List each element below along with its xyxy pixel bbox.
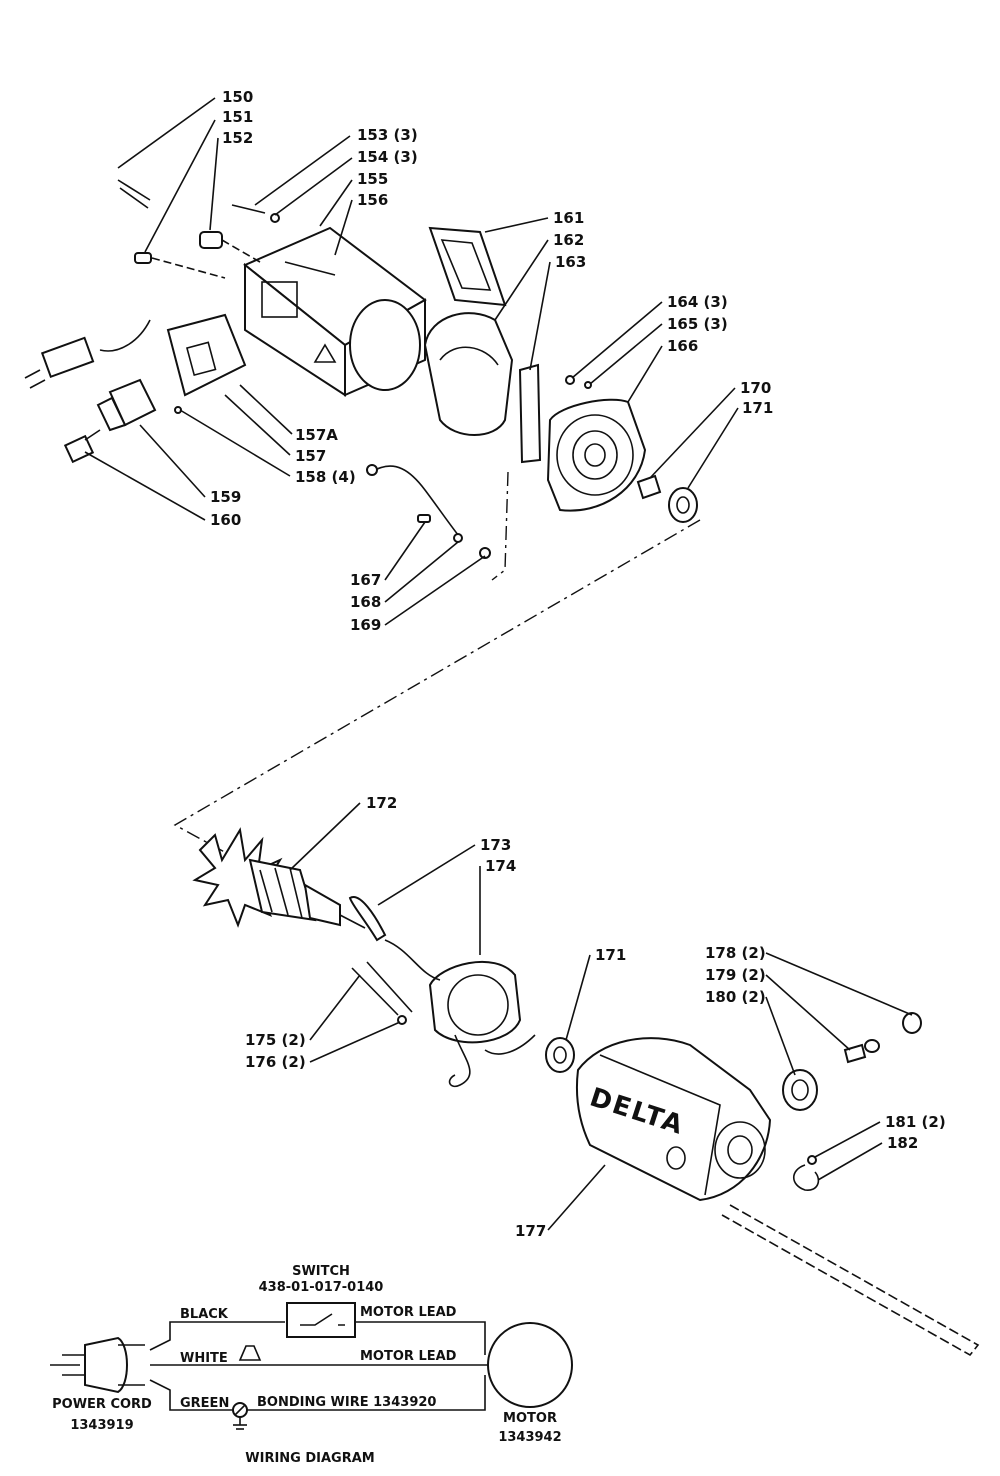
callout-175: 175 (2) — [245, 1031, 306, 1049]
callout-150: 150 — [222, 88, 253, 106]
ground-symbol-icon — [232, 1402, 248, 1430]
motor-lead-1-label: MOTOR LEAD — [360, 1305, 457, 1320]
stator-screws — [351, 961, 413, 1025]
callout-178: 178 (2) — [705, 944, 766, 962]
baffle — [423, 312, 514, 436]
brush-hose — [348, 896, 387, 942]
callout-164: 164 (3) — [667, 293, 728, 311]
motor-symbol — [487, 1322, 573, 1408]
callout-163: 163 — [555, 253, 586, 271]
callout-162: 162 — [553, 231, 584, 249]
upper-assembly — [22, 164, 701, 856]
power-cord-label: POWER CORD — [52, 1397, 152, 1412]
callout-161: 161 — [553, 209, 584, 227]
power-cord-part — [22, 164, 151, 389]
wiring-diagram: SWITCH 438-01-017-0140 BLACK WHITE GREEN… — [50, 1264, 573, 1466]
motor-housing: DELTA — [575, 1037, 772, 1202]
stator — [384, 939, 536, 1088]
callout-157a: 157A — [295, 426, 338, 444]
callout-168: 168 — [350, 593, 381, 611]
armature — [192, 827, 366, 929]
callout-167: 167 — [350, 571, 381, 589]
callout-173: 173 — [480, 836, 511, 854]
callout-leaders — [84, 97, 913, 1231]
callout-172: 172 — [366, 794, 397, 812]
ground-wire — [366, 464, 491, 559]
callout-176: 176 (2) — [245, 1053, 306, 1071]
wire-green-label: GREEN — [180, 1396, 229, 1411]
power-cord-part-number: 1343919 — [70, 1418, 133, 1433]
callout-152: 152 — [222, 129, 253, 147]
switch-title: SWITCH — [292, 1264, 350, 1279]
callout-labels: 150 151 152 153 (3) 154 (3) 155 156 161 … — [210, 88, 946, 1240]
callout-165: 165 (3) — [667, 315, 728, 333]
brush-hardware — [721, 1012, 980, 1357]
callout-158: 158 (4) — [295, 468, 356, 486]
wire-nut-icon — [238, 1345, 262, 1361]
callout-181: 181 (2) — [885, 1113, 946, 1131]
callout-170: 170 — [740, 379, 771, 397]
callout-155: 155 — [357, 170, 388, 188]
callout-153: 153 (3) — [357, 126, 418, 144]
motor-part-number: 1343942 — [498, 1430, 561, 1445]
callout-154: 154 (3) — [357, 148, 418, 166]
callout-151: 151 — [222, 108, 253, 126]
callout-159: 159 — [210, 488, 241, 506]
callout-182: 182 — [887, 1134, 918, 1152]
lower-assembly: DELTA — [192, 827, 980, 1357]
callout-169: 169 — [350, 616, 381, 634]
switch-box-housing — [243, 226, 427, 397]
wiring-diagram-title: WIRING DIAGRAM — [245, 1451, 374, 1466]
callout-179: 179 (2) — [705, 966, 766, 984]
motor-label: MOTOR — [503, 1411, 557, 1426]
insulator-strip — [518, 363, 542, 464]
plug-icon — [50, 1336, 145, 1394]
callout-180: 180 (2) — [705, 988, 766, 1006]
wave-washer — [636, 474, 662, 500]
bonding-wire-label: BONDING WIRE 1343920 — [257, 1395, 436, 1410]
gasket — [428, 226, 507, 307]
switch-part-number: 438-01-017-0140 — [259, 1280, 384, 1295]
callout-157: 157 — [295, 447, 326, 465]
rocker-switch — [63, 378, 157, 464]
small-hardware — [134, 204, 280, 279]
wire-black-label: BLACK — [180, 1307, 229, 1322]
wire-white-label: WHITE — [180, 1351, 228, 1366]
callout-171-upper: 171 — [742, 399, 773, 417]
switch-plate — [166, 313, 247, 414]
switch-symbol — [286, 1302, 356, 1338]
callout-156: 156 — [357, 191, 388, 209]
end-bell — [546, 375, 647, 512]
callout-174: 174 — [485, 857, 516, 875]
motor-lead-2-label: MOTOR LEAD — [360, 1349, 457, 1364]
bearing-upper — [668, 487, 698, 523]
callout-166: 166 — [667, 337, 698, 355]
callout-177: 177 — [515, 1222, 546, 1240]
callout-160: 160 — [210, 511, 241, 529]
callout-171-lower: 171 — [595, 946, 626, 964]
bearing-lower — [545, 1037, 575, 1073]
